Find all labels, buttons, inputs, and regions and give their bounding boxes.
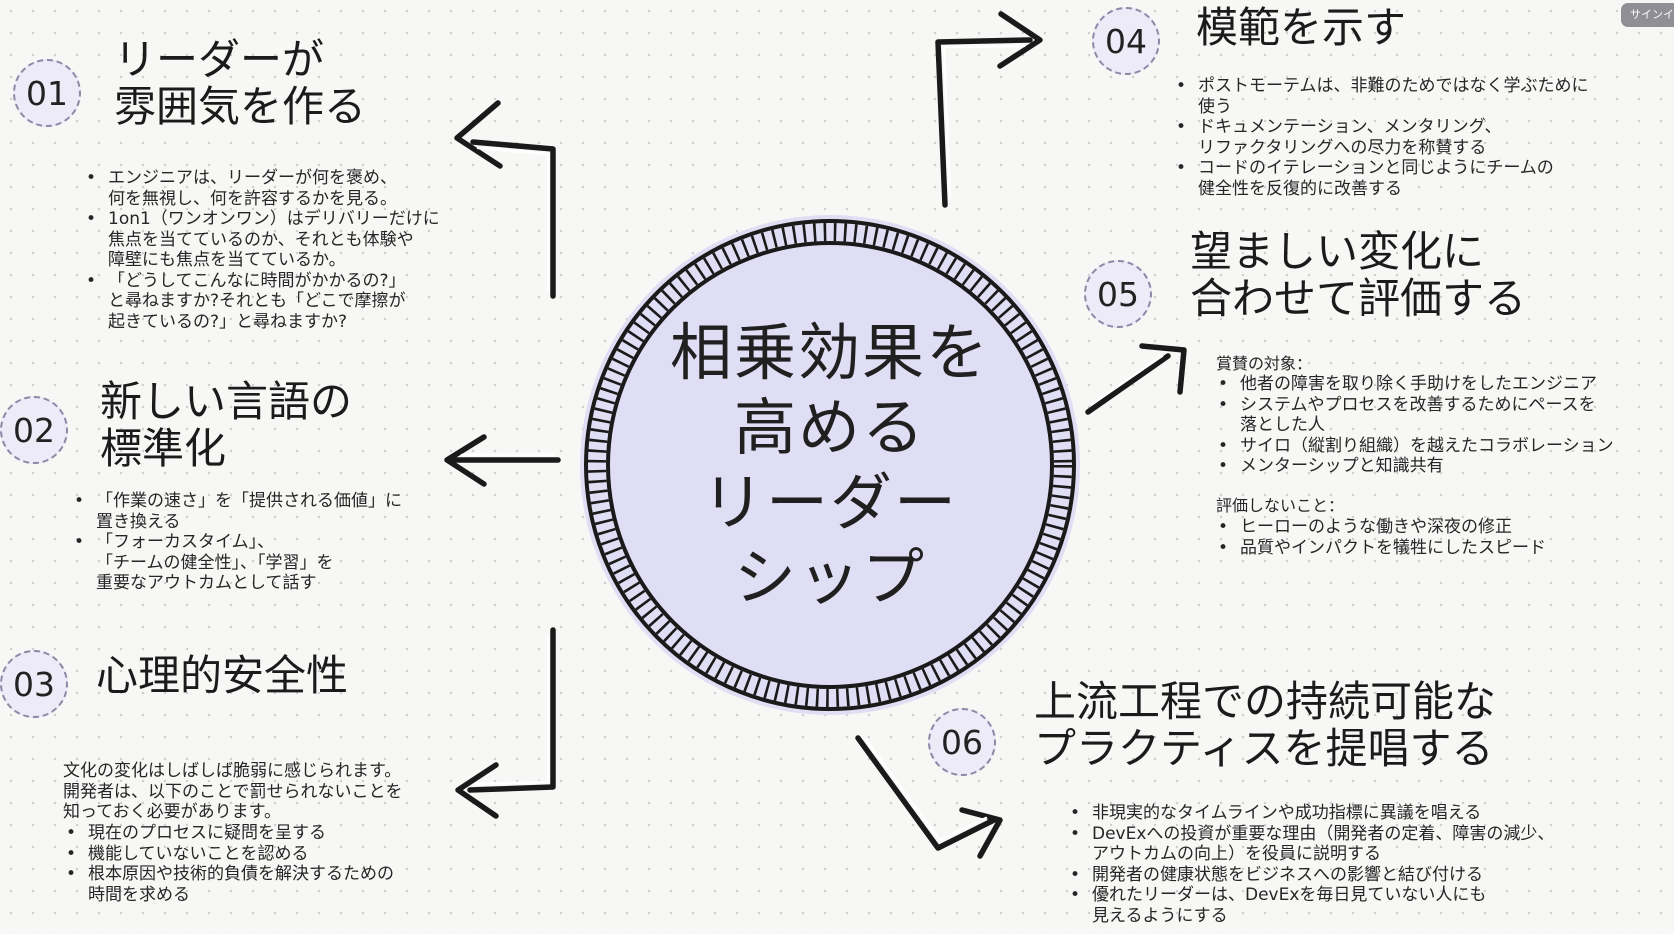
section-01-number: 01 <box>26 73 68 113</box>
section-01-badge: 01 <box>13 59 81 127</box>
list-item: ドキュメンテーション、メンタリング、 リファクタリングへの尽力を称賛する <box>1176 117 1589 158</box>
section-02-list: 「作業の速さ」を「提供される価値」に 置き換える 「フォーカスタイム」、 「チー… <box>72 491 402 594</box>
section-05-title: 望ましい変化に 合わせて評価する <box>1190 227 1527 324</box>
list-item: 「どうしてこんなに時間がかかるの?」 と尋ねますか?それとも「どこで摩擦が 起き… <box>86 271 440 333</box>
section-06-list: 非現実的なタイムラインや成功指標に異議を唱える DevExへの投資が重要な理由（… <box>1068 803 1554 926</box>
section-06-badge: 06 <box>928 708 996 776</box>
list-item: 機能していないことを認める <box>66 844 394 865</box>
avoid-label: 評価しないこと： <box>1216 496 1345 515</box>
section-05-badge: 05 <box>1084 260 1152 328</box>
section-04-list: ポストモーテムは、非難のためではなく学ぶために 使う ドキュメンテーション、メン… <box>1174 76 1589 199</box>
list-item: コードのイテレーションと同じようにチームの 健全性を反復的に改善する <box>1176 158 1589 199</box>
section-05-number: 05 <box>1097 274 1139 314</box>
list-item: DevExへの投資が重要な理由（開発者の定着、障害の減少、 アウトカムの向上）を… <box>1070 824 1554 865</box>
avoid-list: ヒーローのような働きや深夜の修正 品質やインパクトを犠牲にしたスピード <box>1216 517 1546 558</box>
list-item: ヒーローのような働きや深夜の修正 <box>1218 517 1546 538</box>
section-02-number: 02 <box>13 410 55 450</box>
list-item: 非現実的なタイムラインや成功指標に異議を唱える <box>1070 803 1554 824</box>
signin-button[interactable]: サインイン <box>1621 3 1674 27</box>
arrow-to-section-05 <box>1085 343 1187 415</box>
list-item: 優れたリーダーは、DevExを毎日見ていない人にも 見えるようにする <box>1070 885 1554 926</box>
list-item: 根本原因や技術的負債を解決するための 時間を求める <box>66 864 394 905</box>
section-04-number: 04 <box>1105 21 1147 61</box>
arrow-to-section-02 <box>444 434 561 487</box>
list-item: 「作業の速さ」を「提供される価値」に 置き換える <box>74 491 402 532</box>
hub-title: 相乗効果を 高める リーダー シップ <box>669 316 990 614</box>
arrow-to-section-03 <box>455 627 556 819</box>
list-item: 「フォーカスタイム」、 「チームの健全性」、「学習」を 重要なアウトカムとして話… <box>74 532 402 594</box>
list-item: システムやプロセスを改善するためにペースを 落とした人 <box>1218 395 1614 436</box>
section-03-intro: 文化の変化はしばしば脆弱に感じられます。 開発者は、以下のことで罰せられないこと… <box>63 761 403 822</box>
list-item: 現在のプロセスに疑問を呈する <box>66 823 394 844</box>
arrow-to-section-04 <box>935 11 1043 208</box>
section-02-badge: 02 <box>0 396 68 464</box>
praise-label: 賞賛の対象： <box>1216 354 1313 373</box>
section-03-list: 現在のプロセスに疑問を呈する 機能していないことを認める 根本原因や技術的負債を… <box>64 823 394 905</box>
list-item: ポストモーテムは、非難のためではなく学ぶために 使う <box>1176 76 1588 117</box>
list-item: 1on1（ワンオンワン）はデリバリーだけに 焦点を当てているのか、それとも体験や… <box>86 209 440 271</box>
central-hub: 相乗効果を 高める リーダー シップ <box>580 215 1080 715</box>
section-01-title: リーダーが 雰囲気を作る <box>114 35 367 132</box>
hub-ring <box>584 219 1076 711</box>
section-03-title: 心理的安全性 <box>96 651 349 700</box>
praise-list: 他者の障害を取り除く手助けをしたエンジニア システムやプロセスを改善するためにペ… <box>1216 374 1614 477</box>
list-item: サイロ（縦割り組織）を越えたコラボレーション <box>1218 436 1614 457</box>
section-03-number: 03 <box>13 664 55 704</box>
section-03-badge: 03 <box>0 650 68 718</box>
section-06-number: 06 <box>941 722 983 762</box>
section-04-badge: 04 <box>1092 7 1160 75</box>
list-item: 他者の障害を取り除く手助けをしたエンジニア <box>1218 374 1614 395</box>
list-item: エンジニアは、リーダーが何を褒め、 何を無視し、何を許容するかを見る。 <box>86 168 440 209</box>
section-04-title: 模範を示す <box>1196 3 1407 52</box>
section-01-list: エンジニアは、リーダーが何を褒め、 何を無視し、何を許容するかを見る。 1on1… <box>84 168 440 332</box>
list-item: 開発者の健康状態をビジネスへの影響と結び付ける <box>1070 865 1554 886</box>
list-item: メンターシップと知識共有 <box>1218 456 1614 477</box>
arrow-to-section-01 <box>454 100 556 299</box>
section-06-title: 上流工程での持続可能な プラクティスを提唱する <box>1034 677 1497 774</box>
section-02-title: 新しい言語の 標準化 <box>100 377 353 474</box>
list-item: 品質やインパクトを犠牲にしたスピード <box>1218 538 1546 559</box>
